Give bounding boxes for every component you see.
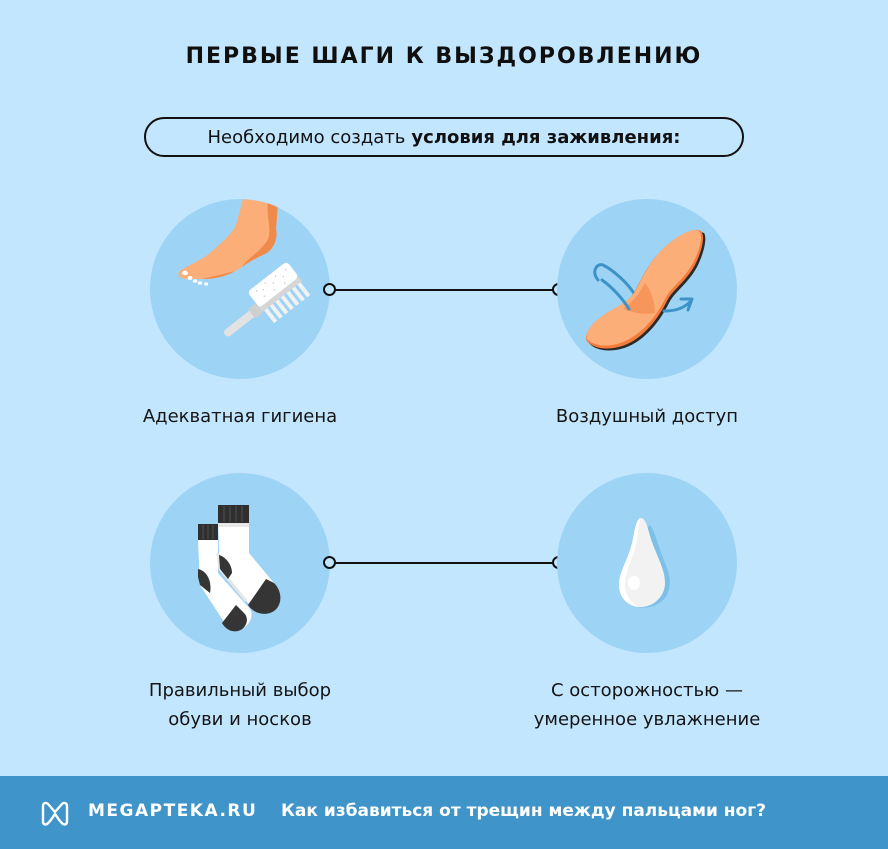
brand-name[interactable]: MEGAPTEKA.RU xyxy=(88,801,258,821)
step-circle-air xyxy=(557,199,737,379)
insole-icon xyxy=(585,229,706,351)
foot-brush-icon xyxy=(178,199,311,337)
step-circle-moisture xyxy=(557,473,737,653)
step-circle-hygiene xyxy=(150,199,330,379)
connector-bottom xyxy=(323,556,565,570)
step-label-moisture: С осторожностью — умеренное увлажнение xyxy=(533,680,761,730)
page-title: ПЕРВЫЕ ШАГИ К ВЫЗДОРОВЛЕНИЮ xyxy=(185,44,703,69)
megapteka-logo-icon xyxy=(41,801,69,826)
step-label-socks: Правильный выбор обуви и носков xyxy=(148,680,332,730)
article-title-link[interactable]: Как избавиться от трещин между пальцами … xyxy=(281,801,766,821)
socks-icon xyxy=(198,505,281,632)
subtitle-pill: Необходимо создать условия для заживлени… xyxy=(144,117,744,157)
subtitle-regular: Необходимо создать xyxy=(207,126,406,148)
step-label-hygiene: Адекватная гигиена xyxy=(142,406,338,427)
subtitle-bold: условия для заживления: xyxy=(411,126,681,148)
step-circle-socks xyxy=(150,473,330,653)
connector-top xyxy=(323,283,565,297)
water-drop-icon xyxy=(619,518,670,608)
step-label-air: Воздушный доступ xyxy=(555,406,739,427)
footer-bar: MEGAPTEKA.RU Как избавиться от трещин ме… xyxy=(0,776,888,849)
